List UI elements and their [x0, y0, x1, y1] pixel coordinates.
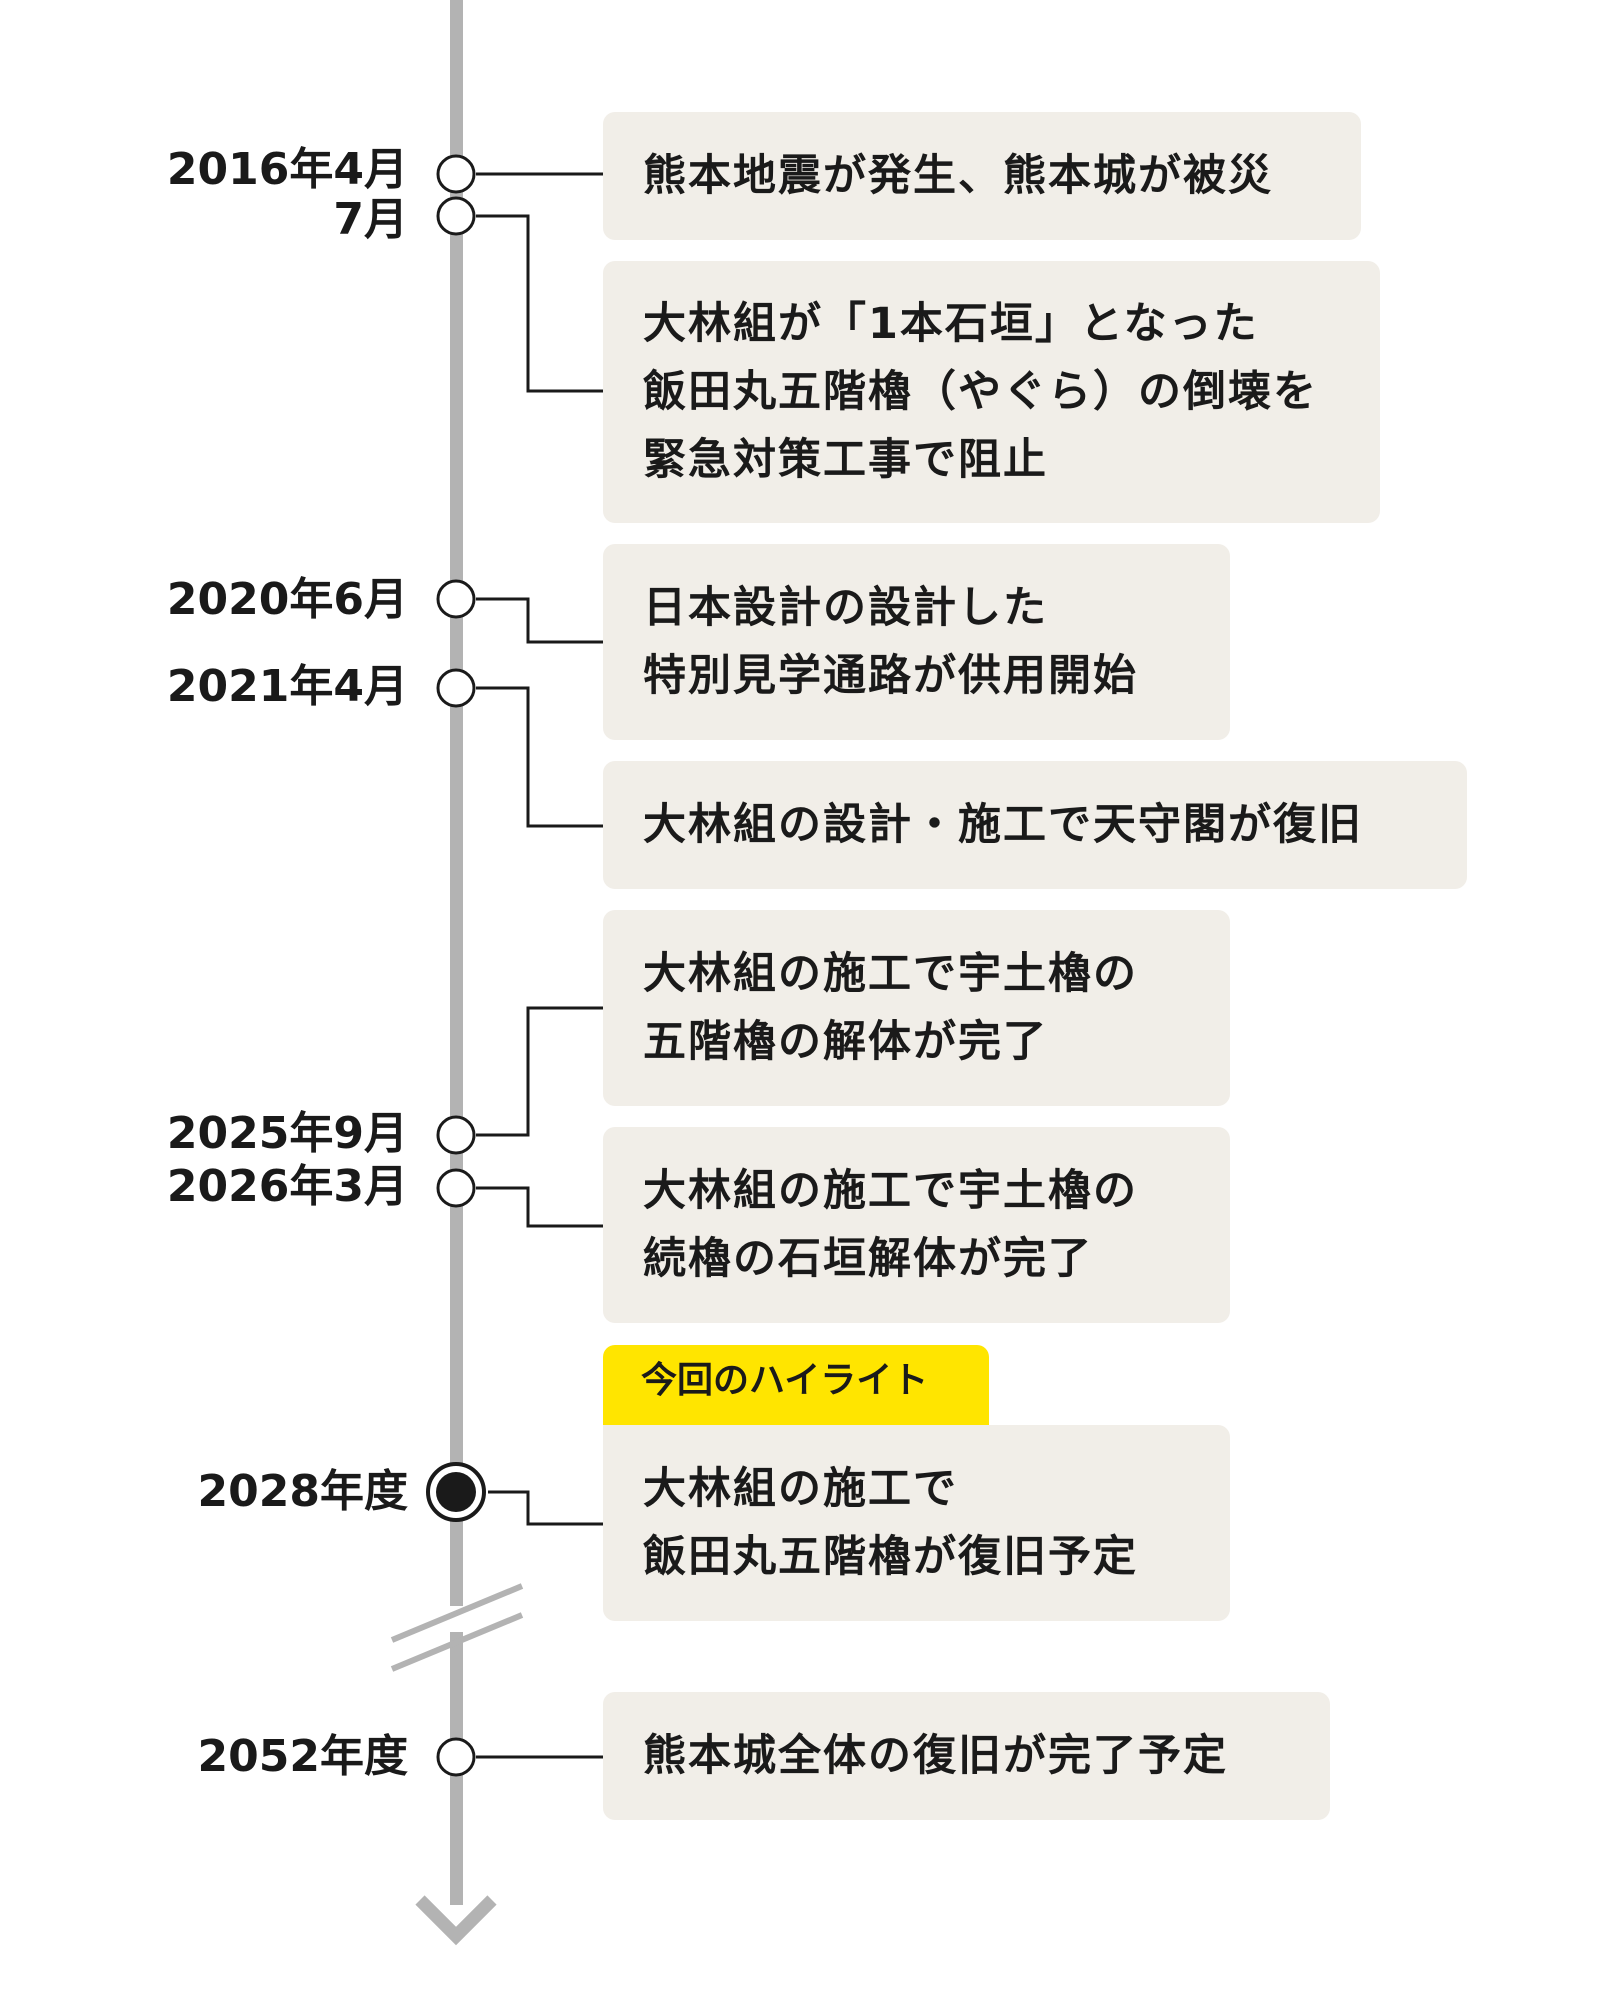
- event-text-line: 大林組の施工で宇土櫓の: [643, 1166, 1138, 1216]
- date-label-2025-09: 2025年9月: [166, 1108, 408, 1159]
- event-text-line: 五階櫓の解体が完了: [643, 1017, 1048, 1067]
- event-text-line: 熊本城全体の復旧が完了予定: [643, 1731, 1228, 1781]
- axis-break-mark-upper: [390, 1583, 524, 1643]
- timeline-node: [436, 196, 476, 236]
- event-text-line: 大林組の設計・施工で天守閣が復旧: [643, 800, 1363, 850]
- connector-2020-06: [476, 597, 603, 644]
- connector-2026-03: [476, 1186, 603, 1228]
- date-label-2020-06: 2020年6月: [166, 574, 408, 625]
- date-label-2028: 2028年度: [197, 1466, 408, 1517]
- event-text-line: 熊本地震が発生、熊本城が被災: [643, 151, 1273, 201]
- axis-break-mark-lower: [390, 1612, 524, 1672]
- highlight-tab: 今回のハイライト: [603, 1345, 989, 1425]
- connector-2021-04: [476, 686, 603, 828]
- connector-2025-09: [476, 1006, 603, 1137]
- timeline-node: [436, 1168, 476, 1208]
- connector-2028: [488, 1490, 603, 1526]
- timeline-node: [436, 1115, 476, 1155]
- event-text-line: 飯田丸五階櫓が復旧予定: [643, 1532, 1138, 1582]
- timeline-node: [436, 579, 476, 619]
- event-box-2021-04: 大林組の設計・施工で天守閣が復旧: [603, 761, 1467, 889]
- timeline-node-highlight-core: [436, 1472, 476, 1512]
- event-box-2052: 熊本城全体の復旧が完了予定: [603, 1692, 1330, 1820]
- timeline-node: [436, 154, 476, 194]
- event-text-line: 日本設計の設計した: [643, 583, 1048, 633]
- date-label-2026-03: 2026年3月: [166, 1161, 408, 1212]
- event-text-line: 特別見学通路が供用開始: [643, 651, 1138, 701]
- timeline-node: [436, 1737, 476, 1777]
- time-axis: [450, 0, 463, 1905]
- event-text-line: 大林組の施工で宇土櫓の: [643, 949, 1138, 999]
- event-box-2025-09: 大林組の施工で宇土櫓の 五階櫓の解体が完了: [603, 910, 1230, 1106]
- event-box-2016-04: 熊本地震が発生、熊本城が被災: [603, 112, 1361, 240]
- event-text-line: 大林組が「1本石垣」となった: [643, 299, 1259, 349]
- date-label-2052: 2052年度: [197, 1731, 408, 1782]
- event-text-line: 緊急対策工事で阻止: [643, 435, 1048, 485]
- event-box-2026-03: 大林組の施工で宇土櫓の 続櫓の石垣解体が完了: [603, 1127, 1230, 1323]
- event-box-2016-07: 大林組が「1本石垣」となった 飯田丸五階櫓（やぐら）の倒壊を 緊急対策工事で阻止: [603, 261, 1380, 523]
- time-axis-arrow-head: [415, 1895, 497, 1946]
- connector-2016-07: [476, 214, 603, 393]
- event-text-line: 飯田丸五階櫓（やぐら）の倒壊を: [643, 367, 1318, 417]
- event-box-2028: 大林組の施工で 飯田丸五階櫓が復旧予定: [603, 1425, 1230, 1621]
- event-text-line: 大林組の施工で: [643, 1464, 958, 1514]
- event-text-line: 続櫓の石垣解体が完了: [643, 1234, 1093, 1284]
- timeline-node: [436, 668, 476, 708]
- date-label-2021-04: 2021年4月: [166, 661, 408, 712]
- event-box-2020-06: 日本設計の設計した 特別見学通路が供用開始: [603, 544, 1230, 740]
- date-label-2016-04: 2016年4月: [166, 144, 408, 195]
- date-label-2016-07: 7月: [333, 194, 408, 245]
